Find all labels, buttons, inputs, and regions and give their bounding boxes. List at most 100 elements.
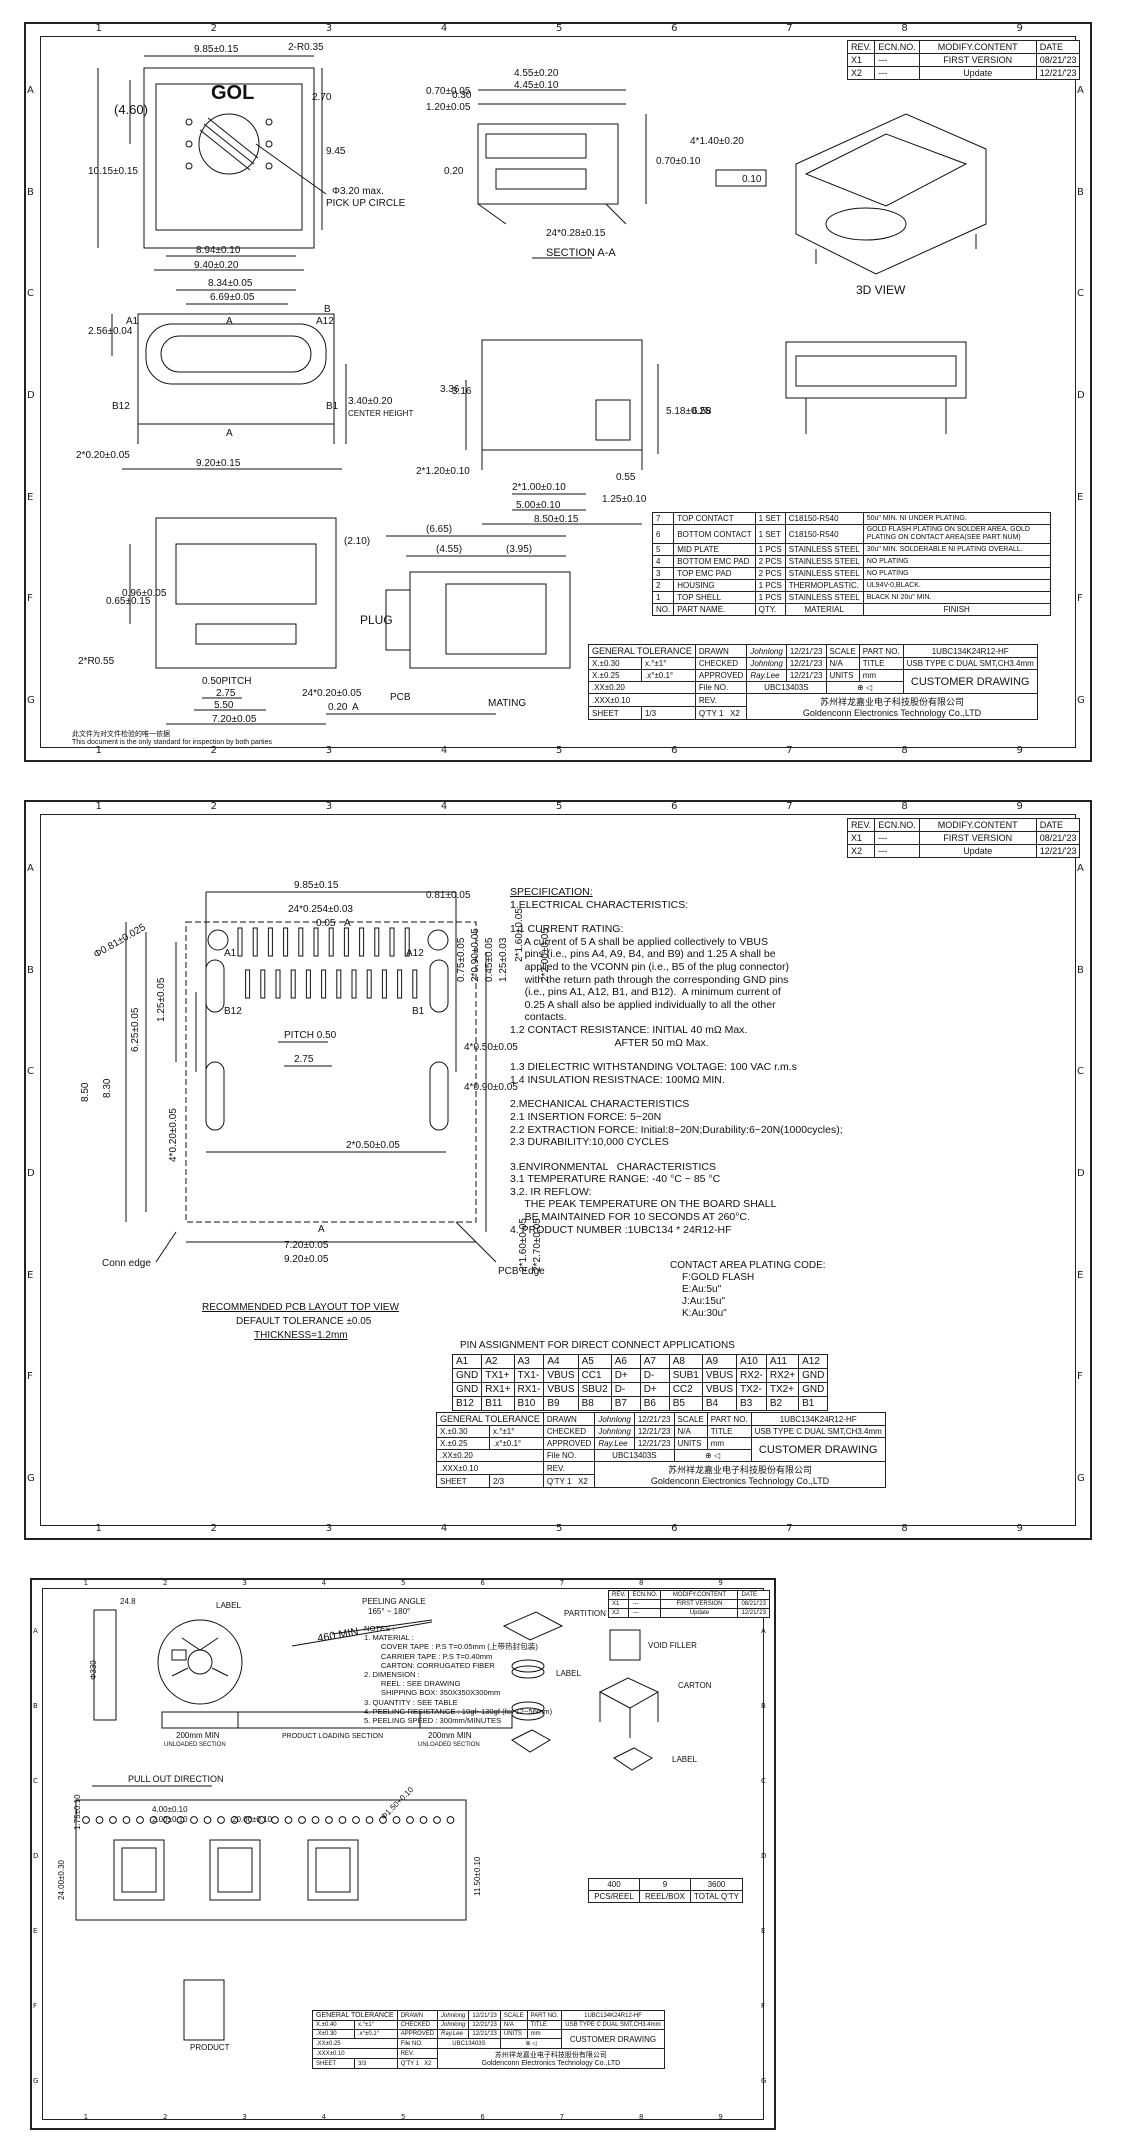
pocket-2	[209, 1839, 261, 1901]
sprocket-hole	[379, 1816, 387, 1824]
pin-cell: B11	[481, 1396, 515, 1411]
bot-pitch: 0.50PITCH	[202, 676, 251, 687]
zone-row-marker: E	[761, 1926, 766, 1935]
p-175: 1.75±0.10	[73, 1794, 82, 1830]
zone-column-marker: 3	[242, 2113, 247, 2121]
footer-cn: 此文件为对文件检验的唯一依据	[72, 729, 170, 738]
signal-pad	[389, 927, 395, 957]
sec-030: 0.30	[452, 90, 472, 101]
front-view-receptacle	[145, 323, 327, 385]
pcb-edge-label: PCB Edge	[498, 1266, 545, 1277]
pin-cell: SBU2	[577, 1382, 612, 1397]
bot-720: 7.20±0.05	[212, 714, 257, 725]
front-center: CENTER HEIGHT	[348, 409, 413, 418]
zone-column-marker: 2	[163, 2113, 168, 2121]
sprocket-hole	[230, 1816, 239, 1824]
sprocket-hole	[433, 1816, 441, 1824]
sprocket-hole	[95, 1816, 104, 1824]
l-625: 6.25±0.05	[130, 1007, 141, 1052]
zone-column-marker: 8	[901, 1523, 908, 1534]
spec-line: 4. PRODUCT NUMBER :1UBC134 * 24R12-HF	[510, 1223, 732, 1236]
zone-column-marker: 1	[83, 1579, 89, 1587]
zone-row-marker: A	[1077, 84, 1084, 96]
spec-line: 1.3 DIELECTRIC WITHSTANDING VOLTAGE: 100…	[510, 1061, 797, 1074]
zone-column-marker: 4	[440, 1523, 448, 1534]
carrier-tape-view	[75, 1799, 467, 1921]
pocket-1	[113, 1839, 165, 1901]
sec-410: 4*1.40±0.20	[690, 136, 744, 147]
side-658: 6.58	[692, 406, 712, 417]
p-pull: PULL OUT DIRECTION	[128, 1774, 224, 1784]
zone-row-marker: A	[1077, 862, 1084, 874]
spec-line	[510, 911, 843, 923]
sprocket-hole	[365, 1816, 374, 1824]
view-3d-label: 3D VIEW	[856, 283, 906, 297]
zone-row-marker: B	[27, 964, 34, 976]
sprocket-hole	[190, 1816, 198, 1824]
dim-1015: 10.15±0.15	[88, 166, 138, 177]
layout-caption: RECOMMENDED PCB LAYOUT TOP VIEW	[202, 1302, 399, 1313]
pin-assignment-title: PIN ASSIGNMENT FOR DIRECT CONNECT APPLIC…	[460, 1340, 735, 1351]
locating-hole-left	[207, 929, 229, 951]
sprocket-hole	[352, 1816, 360, 1824]
pin-cell: CC1	[577, 1368, 612, 1383]
p-sec3: 200mm MIN	[428, 1731, 472, 1740]
zone-row-marker: F	[1077, 1371, 1083, 1383]
pin-cell: B8	[577, 1396, 612, 1411]
pin-cell: A12	[798, 1354, 829, 1369]
zone-row-marker: F	[761, 2001, 766, 2010]
bottom-view	[155, 517, 337, 669]
sprocket-hole	[406, 1816, 414, 1824]
zone-column-marker: 8	[901, 801, 908, 812]
p-carton: CARTON	[678, 1681, 712, 1690]
l-aref: A	[318, 1224, 325, 1235]
pin-a12: A12	[316, 316, 334, 327]
zone-column-marker: 7	[559, 2113, 565, 2121]
zone-row-marker: E	[33, 1926, 38, 1935]
pin-cell: TX2-	[736, 1382, 767, 1397]
sprocket-hole	[217, 1816, 225, 1824]
note-line: 2. DIMENSION :	[364, 1670, 420, 1680]
p-peel2: 165° ~ 180°	[368, 1607, 410, 1616]
note-line: CARRIER TAPE : P.S T=0.40mm	[364, 1651, 493, 1661]
signal-pad	[359, 927, 365, 957]
signal-pad	[343, 927, 349, 957]
signal-pad	[237, 927, 243, 957]
l-pitch: 24*0.254±0.03	[288, 904, 353, 915]
pin-cell: TX2+	[765, 1382, 800, 1397]
carton-icon	[598, 1677, 660, 1709]
signal-pad	[412, 969, 418, 999]
sec-020: 0.20	[444, 166, 464, 177]
l-b12: B12	[224, 1006, 242, 1017]
pin-cell: B3	[736, 1396, 767, 1411]
plug-210: (2.10)	[344, 536, 370, 547]
l-posA: A	[344, 918, 351, 929]
zone-column-marker: 6	[480, 1579, 485, 1587]
pin-cell: B6	[639, 1396, 670, 1411]
dim-945: 9.45	[326, 146, 346, 157]
l-200: 2*2.00±0.05	[540, 928, 551, 982]
zone-row-marker: G	[1077, 1473, 1085, 1485]
pin-cell: VBUS	[701, 1368, 738, 1383]
pin-cell: RX2+	[765, 1368, 800, 1383]
sprocket-holes	[82, 1816, 455, 1824]
spec-line: A current of 5 A shall be applied collec…	[510, 935, 768, 948]
zone-row-marker: D	[33, 1852, 39, 1860]
spec-line: 3.2. IR REFLOW:	[510, 1185, 592, 1198]
bot-tol: 24*0.20±0.05	[302, 688, 362, 699]
pin-cell: D-	[610, 1382, 641, 1397]
zone-column-marker: 7	[559, 1579, 565, 1587]
zone-row-marker: C	[761, 1777, 766, 1786]
sprocket-hole	[149, 1816, 158, 1824]
spec-line: THE PEAK TEMPERATURE ON THE BOARD SHALL	[510, 1198, 777, 1211]
l-920: 9.20±0.05	[284, 1254, 329, 1265]
note-line: CARTON: CORRUGATED FIBER	[364, 1660, 495, 1670]
side-view	[481, 339, 643, 451]
zone-column-marker: 5	[401, 1579, 406, 1587]
spec-line: BE MAINTAINED FOR 10 SECONDS AT 260°C.	[510, 1211, 750, 1224]
pin-cell: RX1-	[513, 1382, 545, 1397]
pin-cell: B7	[610, 1396, 641, 1411]
sprocket-hole	[257, 1816, 266, 1824]
